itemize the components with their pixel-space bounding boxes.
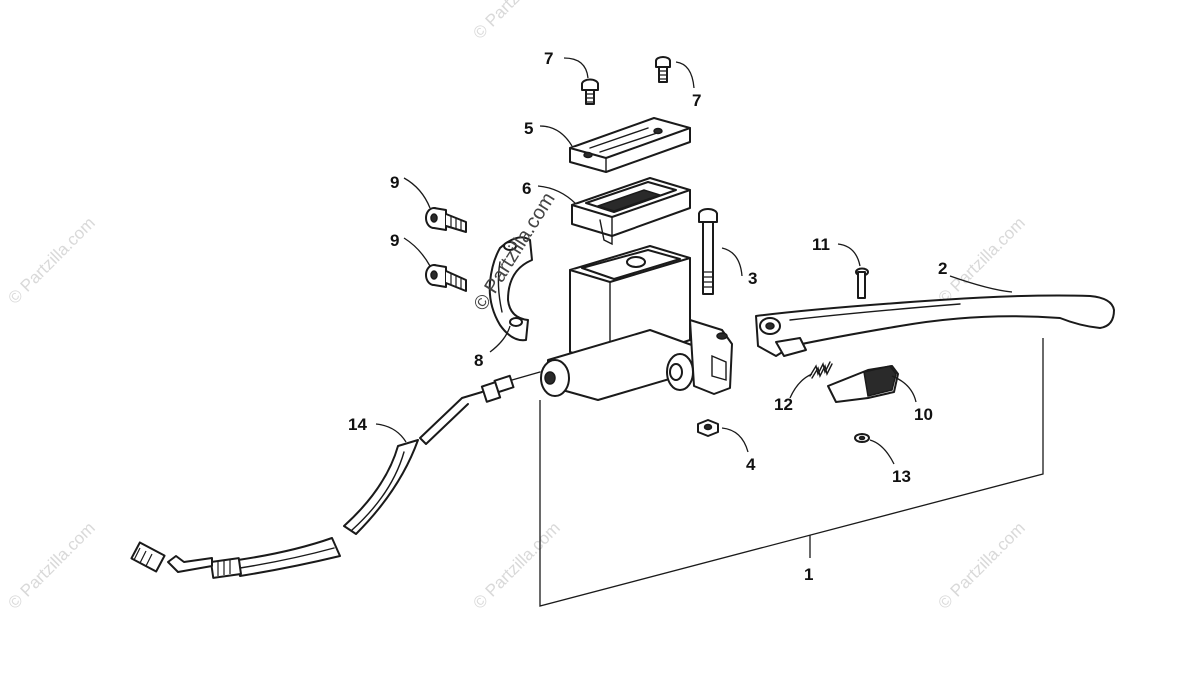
watermark: © Partzilla.com xyxy=(469,0,563,43)
callout-9b: 9 xyxy=(390,231,399,250)
set-screw-9-upper xyxy=(425,207,467,233)
watermark: © Partzilla.com xyxy=(469,518,563,612)
callout-2: 2 xyxy=(938,259,947,278)
callout-6: 6 xyxy=(522,179,531,198)
callout-10: 10 xyxy=(914,405,933,424)
watermark: © Partzilla.com xyxy=(934,213,1028,307)
set-screw-9-lower xyxy=(425,264,467,292)
callout-8: 8 xyxy=(474,351,483,370)
callout-4: 4 xyxy=(746,455,756,474)
callout-11: 11 xyxy=(812,235,830,254)
nut-4 xyxy=(697,419,719,437)
clamp-8 xyxy=(488,236,533,342)
watermark-center: © Partzilla.com xyxy=(470,189,560,315)
callout-13: 13 xyxy=(892,467,911,486)
leader-lines xyxy=(375,57,1013,465)
brake-lever-2 xyxy=(755,294,1115,357)
adjuster-block-10 xyxy=(827,365,899,403)
watermark: © Partzilla.com xyxy=(4,213,98,307)
callout-5: 5 xyxy=(524,119,533,138)
callout-9a: 9 xyxy=(390,173,399,192)
bolt-3 xyxy=(698,208,718,295)
watermark: © Partzilla.com xyxy=(934,518,1028,612)
callout-1: 1 xyxy=(804,565,813,584)
master-cylinder-body xyxy=(540,245,733,401)
callout-12: 12 xyxy=(774,395,793,414)
callout-7a: 7 xyxy=(544,49,553,68)
brake-hose-14 xyxy=(130,371,541,579)
callout-7b: 7 xyxy=(692,91,701,110)
pivot-pin-11 xyxy=(855,267,869,299)
watermark: © Partzilla.com xyxy=(4,518,98,612)
diaphragm-6 xyxy=(571,177,691,246)
reservoir-cap-5 xyxy=(569,117,691,173)
callouts: 1 2 3 4 5 6 7 7 8 9 9 10 11 12 13 14 xyxy=(348,49,947,584)
screw-7-left xyxy=(581,78,599,105)
washer-13 xyxy=(854,433,870,443)
screw-7-right xyxy=(655,56,671,83)
spring-12 xyxy=(809,361,833,379)
assembly-bracket xyxy=(539,338,1044,607)
callout-3: 3 xyxy=(748,269,757,288)
callout-14: 14 xyxy=(348,415,367,434)
